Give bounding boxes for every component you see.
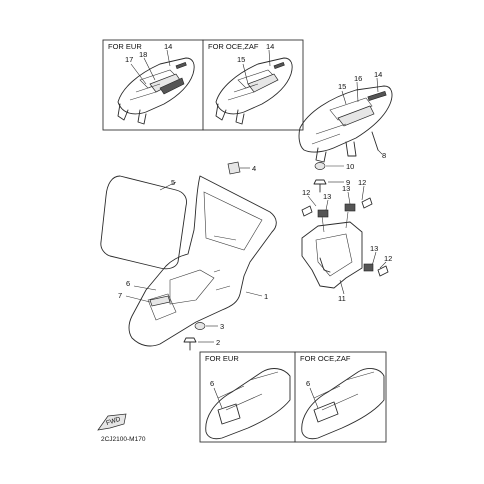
rear-cowl-eur bbox=[117, 57, 195, 125]
callout-15-b: 15 bbox=[338, 82, 346, 91]
nut-13-a bbox=[317, 209, 329, 218]
top-right-inset-label: FOR OCE,ZAF bbox=[208, 42, 259, 51]
callout-15-a: 15 bbox=[237, 55, 245, 64]
emblem-7 bbox=[149, 295, 171, 307]
side-cover-assembly: 5 4 1 6 7 3 2 bbox=[100, 161, 277, 351]
callout-2: 2 bbox=[216, 338, 220, 347]
cover-detail-oce-zaf: 6 bbox=[301, 368, 385, 440]
callout-13-b: 13 bbox=[342, 184, 350, 193]
emblem-6-eur bbox=[217, 403, 241, 425]
callout-13-a: 13 bbox=[323, 192, 331, 201]
grommet-3 bbox=[194, 322, 206, 330]
rear-cowl-oce-zaf bbox=[215, 57, 293, 125]
bracket-assembly: 12 13 13 12 13 12 11 bbox=[301, 178, 392, 303]
callout-10: 10 bbox=[346, 162, 354, 171]
bottom-left-inset-label: FOR EUR bbox=[205, 354, 239, 363]
cover-detail-eur: 6 bbox=[205, 368, 291, 440]
cover-1 bbox=[128, 175, 277, 347]
grommet-10 bbox=[314, 162, 326, 170]
rear-cowl-assembly: 15 16 14 8 10 9 bbox=[298, 70, 393, 193]
bottom-inset: FOR EUR FOR OCE,ZAF 6 6 bbox=[199, 351, 387, 443]
top-left-inset-label: FOR EUR bbox=[108, 42, 142, 51]
bottom-inset-frame bbox=[199, 351, 387, 443]
top-inset: FOR EUR FOR OCE,ZAF 14 17 18 14 15 bbox=[102, 39, 304, 131]
fwd-arrow: FWD bbox=[97, 413, 127, 431]
callout-1: 1 bbox=[264, 292, 268, 301]
callout-9: 9 bbox=[346, 178, 350, 187]
bottom-right-inset-label: FOR OCE,ZAF bbox=[300, 354, 351, 363]
nut-13-c bbox=[363, 263, 374, 272]
grommet-4 bbox=[227, 161, 241, 175]
callout-6-b: 6 bbox=[210, 379, 214, 388]
callout-17: 17 bbox=[125, 55, 133, 64]
callout-12-c: 12 bbox=[384, 254, 392, 263]
callout-16: 16 bbox=[354, 74, 362, 83]
callout-18: 18 bbox=[139, 50, 147, 59]
callout-4: 4 bbox=[252, 164, 256, 173]
callout-7: 7 bbox=[118, 291, 122, 300]
nut-13-b bbox=[344, 203, 356, 212]
callout-3: 3 bbox=[220, 322, 224, 331]
callout-14-b: 14 bbox=[266, 42, 274, 51]
callout-8: 8 bbox=[382, 151, 386, 160]
callout-14-c: 14 bbox=[374, 70, 382, 79]
diagram-code: 2CJ2100-M170 bbox=[101, 436, 146, 443]
callout-13-c: 13 bbox=[370, 244, 378, 253]
callout-5: 5 bbox=[171, 178, 175, 187]
callout-6-a: 6 bbox=[126, 279, 130, 288]
fwd-arrow-label: FWD bbox=[105, 416, 122, 427]
panel-5 bbox=[100, 175, 187, 270]
callout-12-b: 12 bbox=[358, 178, 366, 187]
emblem-6-oce-zaf bbox=[313, 401, 339, 423]
callout-14-a: 14 bbox=[164, 42, 172, 51]
callout-12-a: 12 bbox=[302, 188, 310, 197]
callout-11: 11 bbox=[338, 294, 346, 303]
callout-6-c: 6 bbox=[306, 379, 310, 388]
